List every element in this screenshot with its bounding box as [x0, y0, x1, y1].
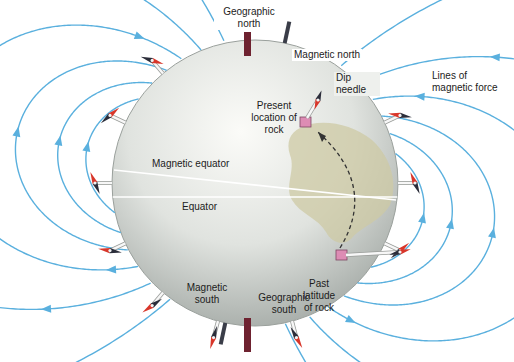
needle-north-end [210, 337, 216, 349]
figure-label: Geographic north [214, 6, 284, 30]
geographic-north-rod [244, 32, 251, 56]
field-line [0, 0, 224, 362]
field-arrow [446, 218, 456, 229]
needle-north-end [108, 108, 119, 118]
figure-label: Equator [180, 201, 219, 213]
dip-needle [398, 172, 420, 194]
label-position: Dip needle [334, 72, 380, 96]
needle-north-end [399, 249, 410, 254]
field-arrow [418, 212, 428, 223]
needle-south-end [151, 299, 162, 308]
dip-needle [101, 108, 126, 123]
field-line [285, 0, 514, 362]
needle-south-end [389, 249, 400, 254]
label-position: Geographic south [254, 292, 314, 316]
dip-needle [98, 243, 125, 253]
field-arrow [134, 31, 146, 42]
field-line [328, 96, 514, 341]
rock-present [300, 117, 311, 127]
needle-north-end [315, 99, 321, 109]
dip-needle [385, 113, 412, 123]
needle-south-end [291, 327, 299, 339]
field-line [357, 134, 452, 284]
field-arrow [414, 92, 424, 101]
figure-label: Lines of magnetic force [430, 70, 508, 94]
dip-needles [90, 57, 419, 349]
needle-south-end [413, 182, 420, 194]
needle-pivot [398, 250, 401, 253]
figure-label: Dip needle [334, 72, 380, 96]
field-arrow [12, 126, 22, 137]
label-position: Equator [180, 201, 219, 213]
label-position: Present location of rock [248, 100, 300, 136]
dip-needle [307, 91, 322, 118]
label-position: Magnetic north [292, 49, 362, 61]
needle-pivot [212, 336, 215, 339]
needle-pivot [398, 114, 401, 117]
needle-pivot [413, 181, 416, 184]
needle-north-end [142, 303, 153, 312]
geographic-south-rod [244, 318, 251, 352]
magnetic-equator-line [114, 170, 396, 200]
dip-needle [142, 293, 163, 313]
needle-pivot [93, 181, 96, 184]
field-line [15, 61, 166, 250]
needle-north-end [151, 58, 163, 64]
equator-line [113, 196, 398, 198]
rock-path-head [318, 132, 326, 142]
needle-north-end [294, 336, 302, 348]
dip-needle [291, 321, 303, 348]
needle-south-end [211, 326, 217, 338]
field-arrow [490, 53, 500, 62]
field-line [86, 99, 139, 213]
rock-path [318, 132, 355, 248]
needle-pivot [295, 336, 298, 339]
dip-needle [210, 321, 218, 349]
field-arrow [488, 227, 498, 238]
figure-label: Geographic south [254, 292, 314, 316]
field-line [58, 83, 152, 233]
needle-pivot [108, 249, 111, 252]
field-line [310, 57, 514, 362]
field-arrow [106, 265, 116, 274]
field-arrow [54, 135, 64, 146]
needle-pivot [108, 114, 111, 117]
field-arrow [41, 305, 51, 314]
field-arrow [82, 141, 92, 152]
globe [112, 40, 398, 326]
figure-label: Magnetic equator [150, 158, 231, 170]
field-line [344, 116, 495, 305]
needle-south-end [316, 91, 322, 101]
label-position: Magnetic south [180, 282, 234, 306]
magnetic-north-rod [285, 22, 290, 43]
north-america [288, 123, 393, 243]
needle-pivot [151, 59, 154, 62]
field-line [0, 25, 181, 270]
dip-needle [141, 57, 164, 74]
needle-south-end [101, 113, 112, 123]
needle-pivot [316, 98, 319, 101]
needle-south-end [141, 57, 153, 63]
needle-pivot [151, 304, 154, 307]
dip-needle [346, 249, 411, 255]
figure-label: Magnetic south [180, 282, 234, 306]
dip-needle [90, 172, 112, 194]
rock-past [336, 250, 347, 260]
field-arrow [345, 315, 358, 327]
figure-label: Present location of rock [248, 100, 300, 136]
field-line [0, 0, 201, 309]
needle-south-end [93, 182, 100, 194]
field-line [371, 154, 424, 268]
figure-label: Magnetic north [292, 49, 362, 61]
magnetic-south-rod [221, 323, 226, 345]
needle-north-end [90, 172, 97, 184]
needle-north-end [410, 172, 417, 184]
label-position: Magnetic equator [150, 158, 231, 170]
label-position: Lines of magnetic force [430, 70, 508, 94]
label-position: Geographic north [214, 6, 284, 30]
